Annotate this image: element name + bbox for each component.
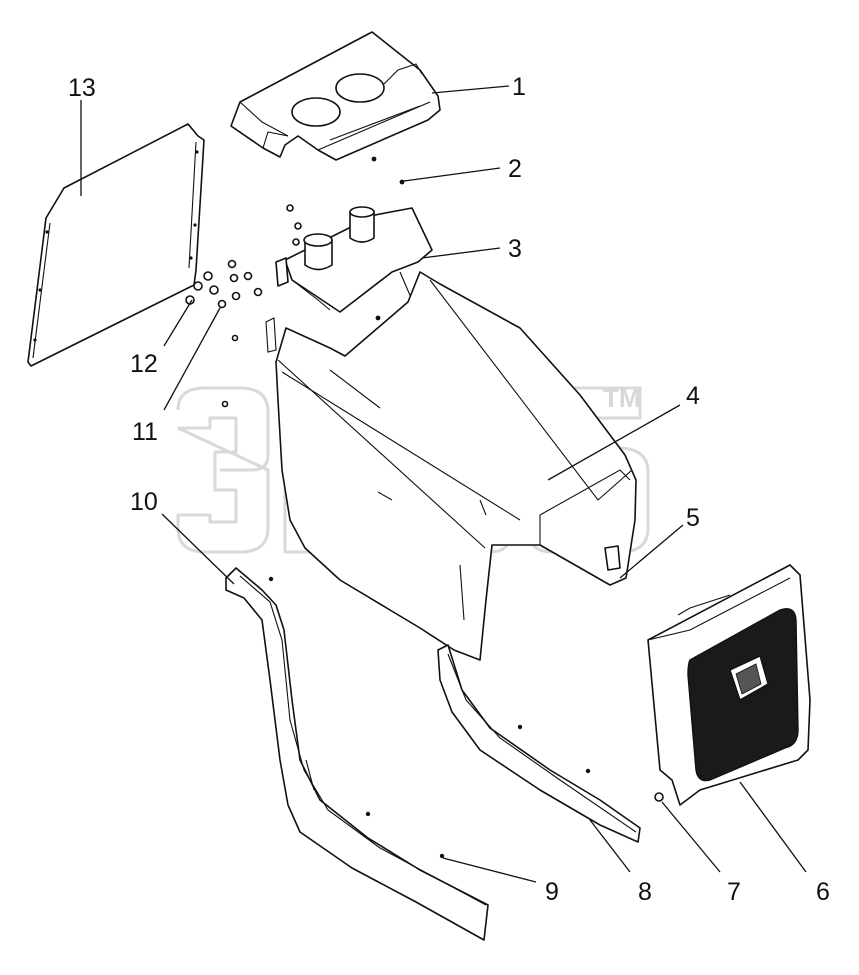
callout-12: 12	[130, 350, 158, 378]
callout-2: 2	[508, 155, 522, 183]
callout-4: 4	[686, 382, 700, 410]
screw-2	[399, 179, 405, 185]
callout-6: 6	[816, 878, 830, 906]
part-7-screw	[654, 792, 664, 802]
watermark-trademark: TM	[603, 383, 641, 413]
part-3-bracket	[275, 206, 433, 313]
callout-9: 9	[545, 878, 559, 906]
part-6-grille	[647, 564, 811, 806]
callout-10: 10	[130, 488, 158, 516]
part-1-top-cover	[230, 31, 441, 161]
part-13-side-panel	[27, 123, 205, 367]
callout-5: 5	[686, 504, 700, 532]
part-4-hood	[265, 271, 637, 661]
callout-labels: 1 2 3 4 5 6 7 8 9 10 11 12 13	[68, 73, 830, 906]
callout-1: 1	[512, 73, 526, 101]
callout-8: 8	[638, 878, 652, 906]
callout-7: 7	[727, 878, 741, 906]
callout-3: 3	[508, 235, 522, 263]
leader-lines	[80, 85, 807, 883]
part-9-10-left-rail	[225, 567, 489, 941]
callout-13: 13	[68, 74, 96, 102]
screw-a	[371, 156, 377, 162]
callout-11: 11	[132, 418, 158, 446]
screw-b	[375, 315, 381, 321]
fasteners-cluster	[185, 204, 302, 408]
part-8-right-rail	[437, 644, 641, 843]
